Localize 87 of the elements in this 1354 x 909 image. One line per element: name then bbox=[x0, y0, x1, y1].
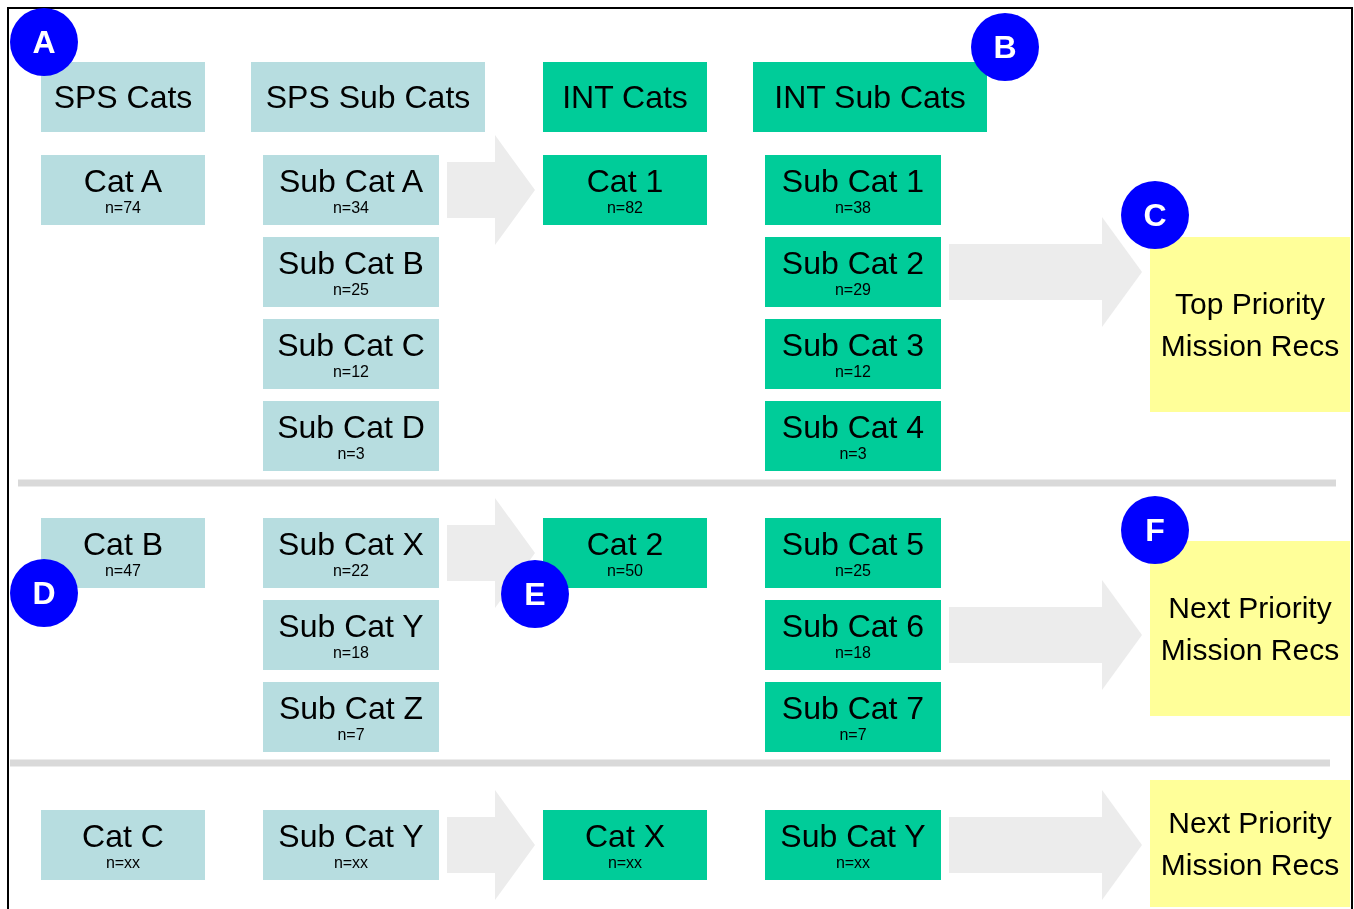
category-box bbox=[263, 682, 439, 752]
count-label: n=7 bbox=[839, 726, 867, 744]
count-label: n=74 bbox=[104, 199, 141, 217]
count-label: n=3 bbox=[337, 445, 365, 463]
letter-marker: B bbox=[971, 13, 1039, 81]
block-arrow bbox=[949, 217, 1142, 327]
box-title: Sub Cat 5 bbox=[781, 526, 925, 562]
box-title: Sub Cat C bbox=[277, 327, 425, 363]
count-label: n=xx bbox=[333, 854, 369, 872]
recommendation-box bbox=[1150, 541, 1350, 716]
letter-marker: D bbox=[10, 559, 78, 627]
count-label: n=xx bbox=[105, 854, 141, 872]
box-title: Top Priority Mission Recs bbox=[1159, 285, 1341, 364]
category-box bbox=[263, 237, 439, 307]
box-title: Sub Cat 6 bbox=[781, 608, 925, 644]
box-title: Sub Cat 4 bbox=[781, 409, 925, 445]
box-title: Sub Cat 3 bbox=[781, 327, 925, 363]
box-title: Sub Cat D bbox=[277, 409, 425, 445]
box-title: Next Priority Mission Recs bbox=[1159, 804, 1341, 883]
box-title: Next Priority Mission Recs bbox=[1159, 589, 1341, 668]
count-label: n=xx bbox=[607, 854, 643, 872]
category-box bbox=[765, 810, 941, 880]
box-title: Sub Cat B bbox=[278, 245, 424, 281]
category-box bbox=[263, 518, 439, 588]
count-label: n=18 bbox=[332, 644, 369, 662]
category-box bbox=[543, 155, 707, 225]
box-title: INT Sub Cats bbox=[774, 79, 966, 115]
count-label: n=25 bbox=[834, 562, 871, 580]
count-label: n=xx bbox=[835, 854, 871, 872]
letter-marker: A bbox=[10, 8, 78, 76]
box-title: Cat C bbox=[82, 818, 164, 854]
category-box bbox=[765, 155, 941, 225]
category-box bbox=[765, 401, 941, 471]
box-title: Cat X bbox=[585, 818, 665, 854]
category-box bbox=[263, 155, 439, 225]
box-title: Cat B bbox=[83, 526, 163, 562]
box-title: SPS Cats bbox=[53, 79, 193, 115]
recommendation-box bbox=[1150, 780, 1350, 907]
count-label: n=47 bbox=[104, 562, 141, 580]
box-title: INT Cats bbox=[562, 79, 688, 115]
category-box bbox=[543, 518, 707, 588]
category-box bbox=[765, 518, 941, 588]
category-box bbox=[263, 401, 439, 471]
category-box bbox=[263, 810, 439, 880]
box-title: Cat 2 bbox=[586, 526, 664, 562]
count-label: n=38 bbox=[834, 199, 871, 217]
column-header bbox=[753, 62, 987, 132]
count-label: n=22 bbox=[332, 562, 369, 580]
count-label: n=34 bbox=[332, 199, 369, 217]
box-title: Sub Cat Z bbox=[278, 690, 424, 726]
count-label: n=25 bbox=[332, 281, 369, 299]
box-title: Sub Cat Y bbox=[278, 608, 424, 644]
box-title: Sub Cat A bbox=[278, 163, 424, 199]
letter-marker: F bbox=[1121, 496, 1189, 564]
count-label: n=29 bbox=[834, 281, 871, 299]
box-title: Sub Cat X bbox=[278, 526, 424, 562]
letter-marker: E bbox=[501, 560, 569, 628]
box-title: Sub Cat 7 bbox=[781, 690, 925, 726]
letter-marker: C bbox=[1121, 181, 1189, 249]
column-header bbox=[41, 62, 205, 132]
count-label: n=12 bbox=[834, 363, 871, 381]
category-box bbox=[41, 155, 205, 225]
column-header bbox=[543, 62, 707, 132]
category-box bbox=[263, 319, 439, 389]
recommendation-box bbox=[1150, 237, 1350, 412]
box-title: SPS Sub Cats bbox=[265, 79, 471, 115]
count-label: n=7 bbox=[337, 726, 365, 744]
box-title: Cat 1 bbox=[586, 163, 664, 199]
box-title: Sub Cat 1 bbox=[781, 163, 925, 199]
box-title: Sub Cat Y bbox=[278, 818, 424, 854]
box-title: Cat A bbox=[83, 163, 163, 199]
count-label: n=3 bbox=[839, 445, 867, 463]
box-title: Sub Cat 2 bbox=[781, 245, 925, 281]
category-box bbox=[765, 600, 941, 670]
block-arrow bbox=[447, 498, 535, 608]
category-box bbox=[765, 319, 941, 389]
count-label: n=12 bbox=[332, 363, 369, 381]
category-box bbox=[765, 682, 941, 752]
category-box bbox=[543, 810, 707, 880]
count-label: n=18 bbox=[834, 644, 871, 662]
column-header bbox=[251, 62, 485, 132]
count-label: n=82 bbox=[606, 199, 643, 217]
category-box bbox=[263, 600, 439, 670]
category-box bbox=[765, 237, 941, 307]
box-title: Sub Cat Y bbox=[780, 818, 926, 854]
category-box bbox=[41, 810, 205, 880]
count-label: n=50 bbox=[606, 562, 643, 580]
